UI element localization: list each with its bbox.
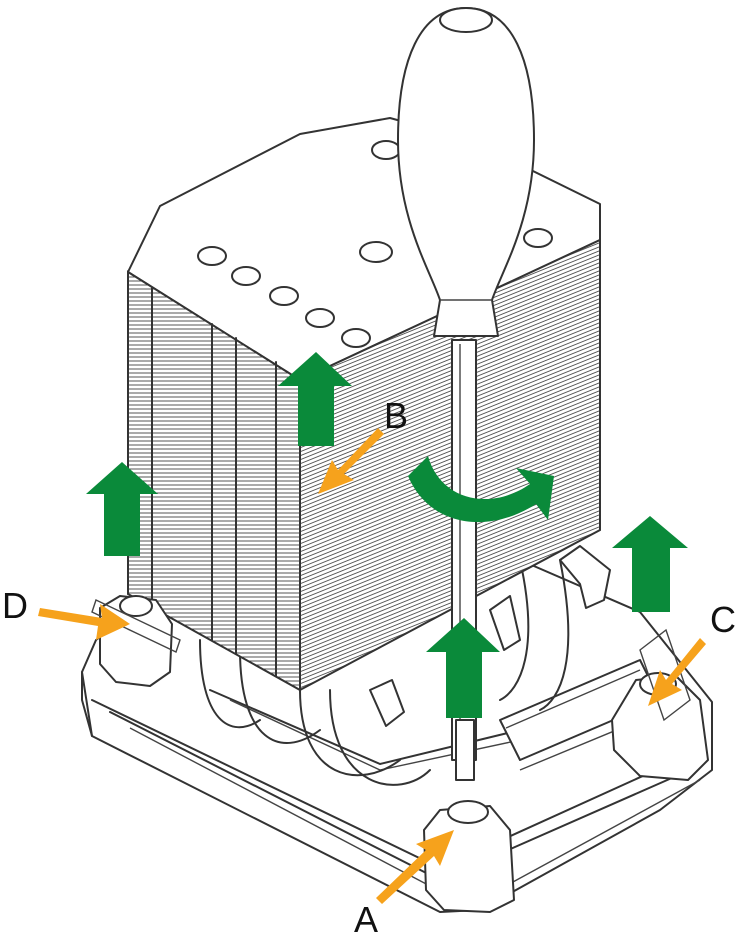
up-arrow-icon [426, 618, 500, 718]
callout-arrow-icon [318, 428, 384, 494]
callout-label-a: A [354, 899, 378, 940]
up-arrow-icon [612, 516, 688, 612]
callout-arrow-icon [648, 638, 706, 706]
rotate-clockwise-icon [408, 456, 554, 523]
callout-label-c: C [710, 599, 736, 640]
callout-labels: B D C A [2, 395, 736, 940]
lift-arrows [86, 352, 688, 718]
callout-label-d: D [2, 585, 28, 626]
up-arrow-icon [86, 462, 158, 556]
callout-arrow-icon [376, 830, 454, 904]
callout-label-b: B [384, 395, 408, 436]
retention-clips [369, 545, 611, 727]
up-arrow-icon [278, 352, 352, 446]
top-standoffs [197, 140, 553, 348]
heat-pipes [199, 559, 570, 786]
callout-arrow-icon [38, 604, 130, 640]
screw-post-a [423, 800, 515, 913]
callout-arrows [38, 428, 706, 904]
